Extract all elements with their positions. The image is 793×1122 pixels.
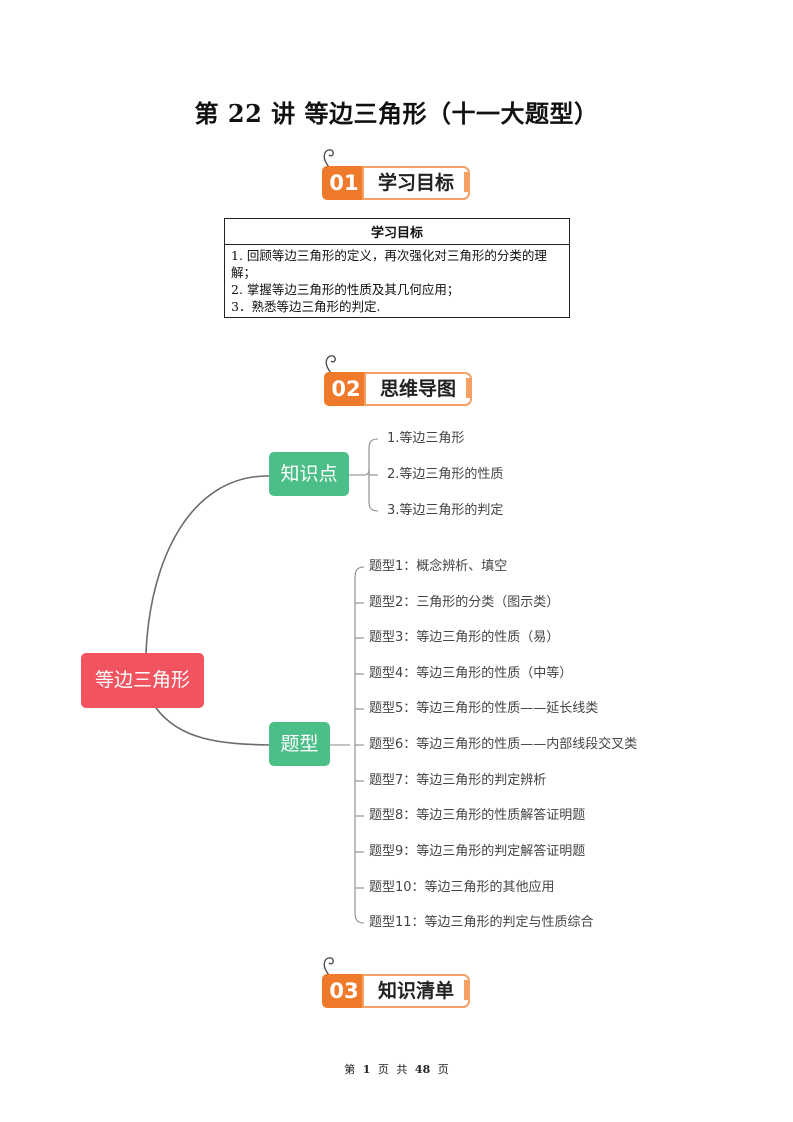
section-number: 01 xyxy=(322,166,366,200)
section-label: 知识清单 xyxy=(362,974,470,1008)
knowledge-item: 3.等边三角形的判定 xyxy=(387,503,504,518)
objective-item: 3．熟悉等边三角形的判定. xyxy=(231,299,381,314)
objectives-header: 学习目标 xyxy=(224,218,570,245)
objectives-body: 1. 回顾等边三角形的定义，再次强化对三角形的分类的理解； 2. 掌握等边三角形… xyxy=(224,244,570,318)
question-type-item: 题型4：等边三角形的性质（中等） xyxy=(369,666,573,681)
paperclip-icon xyxy=(323,957,334,976)
question-type-item: 题型10：等边三角形的其他应用 xyxy=(369,880,555,895)
section-badge-mindmap: 02 思维导图 xyxy=(324,355,474,406)
section-badge-objectives: 01 学习目标 xyxy=(322,149,472,200)
question-type-item: 题型2：三角形的分类（图示类） xyxy=(369,595,560,610)
paperclip-icon xyxy=(325,355,336,374)
question-type-item: 题型1：概念辨析、填空 xyxy=(369,559,508,574)
mindmap-root: 等边三角形 xyxy=(81,653,204,708)
question-type-item: 题型5：等边三角形的性质——延长线类 xyxy=(369,701,599,716)
section-label: 思维导图 xyxy=(364,372,472,406)
section-number: 02 xyxy=(324,372,368,406)
section-number: 03 xyxy=(322,974,366,1008)
total-pages: 48 xyxy=(414,1063,431,1076)
question-type-item: 题型8：等边三角形的性质解答证明题 xyxy=(369,808,586,823)
question-type-item: 题型9：等边三角形的判定解答证明题 xyxy=(369,844,586,859)
objective-item: 2. 掌握等边三角形的性质及其几何应用； xyxy=(231,282,460,297)
section-badge-knowledge-list: 03 知识清单 xyxy=(322,957,472,1008)
page-footer: 第 1 页 共 48 页 xyxy=(344,1063,449,1076)
question-type-item: 题型3：等边三角形的性质（易） xyxy=(369,630,560,645)
knowledge-item: 1.等边三角形 xyxy=(387,431,465,446)
mindmap-branch-question-types: 题型 xyxy=(269,722,330,766)
objectives-table: 学习目标 1. 回顾等边三角形的定义，再次强化对三角形的分类的理解； 2. 掌握… xyxy=(224,218,570,318)
objective-item: 1. 回顾等边三角形的定义，再次强化对三角形的分类的理解； xyxy=(231,248,547,280)
current-page: 1 xyxy=(362,1063,371,1076)
question-type-item: 题型6：等边三角形的性质——内部线段交叉类 xyxy=(369,737,638,752)
paperclip-icon xyxy=(323,149,334,168)
page-title: 第 22 讲 等边三角形（十一大题型） xyxy=(194,99,599,128)
question-type-item: 题型11：等边三角形的判定与性质综合 xyxy=(369,915,594,930)
mindmap-branch-knowledge: 知识点 xyxy=(269,452,349,496)
question-type-item: 题型7：等边三角形的判定辨析 xyxy=(369,773,547,788)
knowledge-item: 2.等边三角形的性质 xyxy=(387,467,504,482)
